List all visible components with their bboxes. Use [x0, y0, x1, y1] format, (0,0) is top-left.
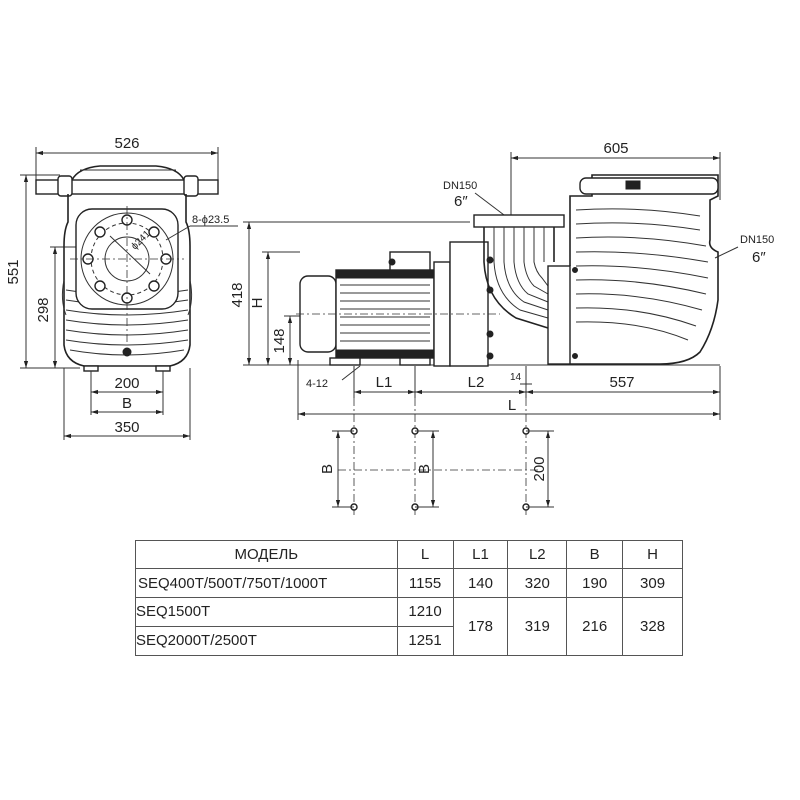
spec-table: МОДЕЛЬ L L1 L2 B H SEQ400T/500T/750T/100…	[135, 540, 683, 656]
header-model: МОДЕЛЬ	[135, 540, 398, 569]
dim-foot-200: 200	[531, 456, 548, 481]
dim-height-axis: 298	[35, 297, 52, 322]
dim-height-148: 148	[271, 328, 288, 353]
dim-width-top: 526	[114, 135, 139, 152]
cell-b-merged: 216	[566, 597, 624, 656]
dim-l2: L2	[468, 374, 485, 391]
dim-base-outer: 350	[114, 419, 139, 436]
dim-foot-b-left: B	[319, 464, 336, 474]
cell-l-stack: 1210 1251	[396, 597, 454, 656]
dim-557: 557	[609, 374, 634, 391]
dim-base-b: B	[122, 395, 132, 412]
cell-model-stack: SEQ1500T SEQ2000T/2500T	[135, 597, 398, 656]
dim-length-right: 605	[603, 140, 628, 157]
foot-plan-view: B B 200	[319, 398, 554, 515]
cell-model: SEQ400T/500T/750T/1000T	[135, 568, 398, 598]
drain-plug-icon	[122, 347, 132, 357]
dim-foot-b-mid: B	[416, 464, 433, 474]
cell-l: 1251	[408, 632, 442, 649]
cell-h-merged: 328	[622, 597, 683, 656]
table-row: SEQ400T/500T/750T/1000T 1155 140 320 190…	[135, 568, 683, 598]
header-l: L	[396, 540, 454, 569]
front-view: 526 551 298	[5, 135, 238, 440]
cell-l2: 320	[507, 568, 568, 598]
header-l2: L2	[507, 540, 568, 569]
inlet-label: DN150	[443, 180, 477, 192]
header-b: B	[566, 540, 624, 569]
dim-gap-14: 14	[510, 372, 522, 383]
outlet-size: 6″	[752, 249, 766, 266]
cell-l: 1155	[396, 568, 454, 598]
table-header-row: МОДЕЛЬ L L1 L2 B H	[135, 540, 683, 569]
dim-height-418: 418	[229, 282, 246, 307]
dim-bolt-spec: 8-ϕ23.5	[192, 214, 229, 226]
dim-height-h: H	[249, 298, 266, 309]
inlet-size: 6″	[454, 193, 468, 210]
cell-l1: 140	[452, 568, 509, 598]
cell-l2-merged: 319	[507, 597, 568, 656]
cell-model: SEQ2000T/2500T	[136, 632, 257, 649]
cell-model: SEQ1500T	[136, 598, 397, 627]
dim-l: L	[508, 397, 516, 414]
dim-height-total: 551	[5, 259, 22, 284]
cell-l: 1210	[397, 598, 453, 627]
dim-holes: 4-12	[306, 378, 328, 390]
header-l1: L1	[452, 540, 509, 569]
dim-l1: L1	[376, 374, 393, 391]
cell-h: 309	[622, 568, 683, 598]
cell-l1-merged: 178	[452, 597, 509, 656]
outlet-label: DN150	[740, 234, 774, 246]
dim-base-inner: 200	[114, 375, 139, 392]
header-h: H	[622, 540, 683, 569]
cell-b: 190	[566, 568, 624, 598]
side-view: 605 DN150 6″ DN150 6″ 418 H 148	[229, 140, 774, 420]
